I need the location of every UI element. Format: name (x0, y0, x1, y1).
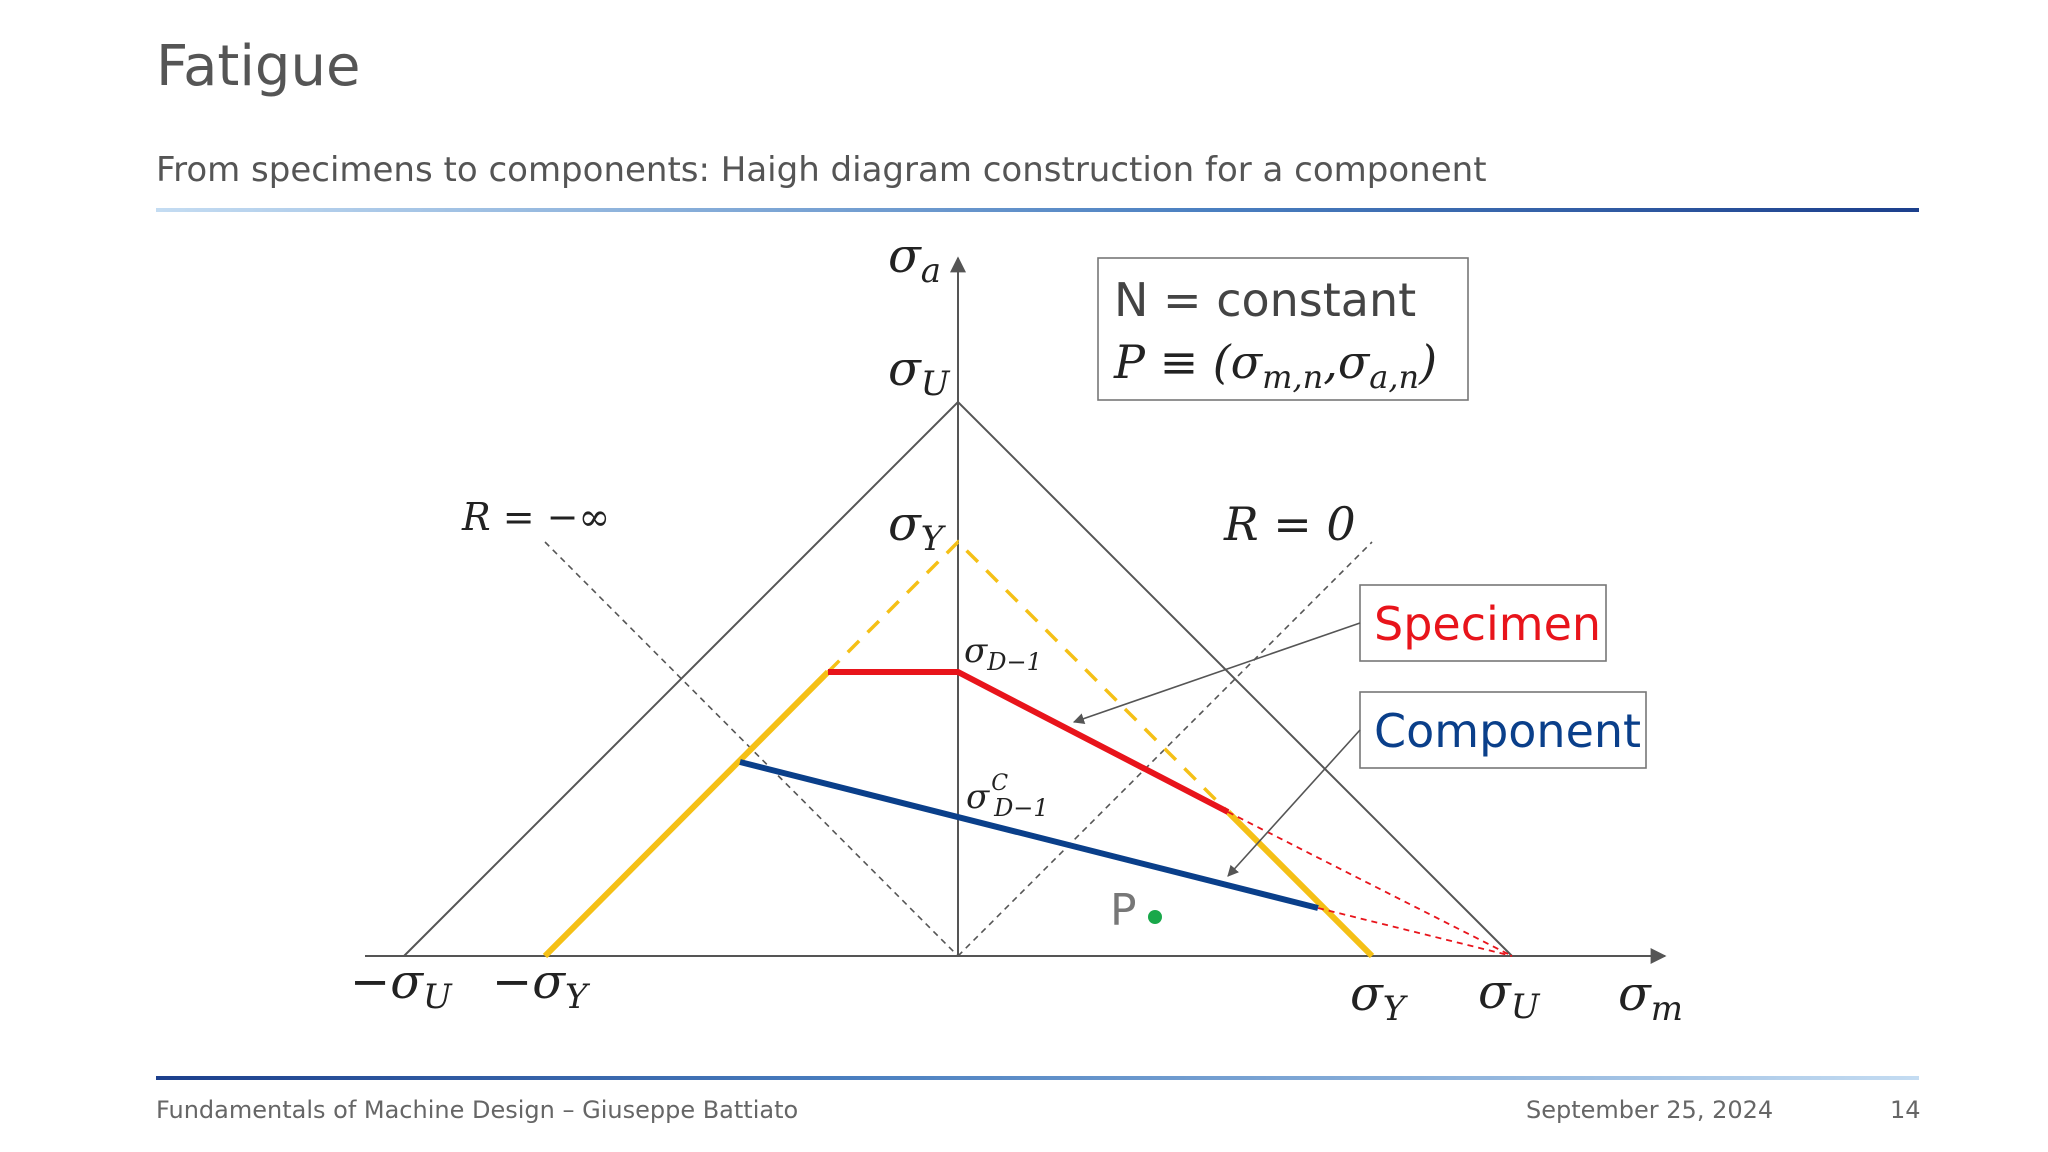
slide-title: Fatigue (156, 34, 361, 99)
x-tick-sigma-y: σY (1350, 966, 1409, 1029)
r-zero-label: R = 0 (1223, 497, 1356, 551)
component-goodman-extension (1317, 907, 1513, 957)
footer-page-number: 14 (1890, 1096, 1921, 1124)
specimen-legend-label: Specimen (1374, 597, 1601, 651)
specimen-legend-box (1359, 584, 1607, 662)
y-tick-sigma-d1: σD−1 (964, 631, 1042, 676)
component-legend-label: Component (1374, 704, 1641, 758)
x-tick-neg-sigma-y: −σY (492, 954, 591, 1017)
specimen-goodman-extension (1227, 811, 1513, 957)
yield-limit-dashed (826, 539, 1230, 814)
point-p-label: P (1110, 885, 1137, 936)
header-divider (156, 208, 1919, 212)
specimen-pointer (1072, 622, 1361, 724)
footer-course: Fundamentals of Machine Design – Giusepp… (156, 1096, 799, 1124)
info-box (1097, 257, 1469, 401)
component-pointer (1227, 729, 1361, 877)
footer-divider (156, 1076, 1919, 1080)
y-tick-sigma-u: σU (888, 341, 951, 404)
footer-date: September 25, 2024 (1526, 1096, 1774, 1124)
x-tick-sigma-u: σU (1478, 964, 1541, 1027)
ultimate-limit-triangle (403, 400, 1513, 957)
point-p-marker (1148, 910, 1162, 924)
y-tick-sigma-y: σY (888, 496, 947, 559)
component-limit-line (739, 759, 1319, 911)
r-zero-line (957, 541, 1373, 957)
axis-label-sigma-a: σa (888, 228, 941, 291)
r-minus-infinity-line (544, 541, 959, 957)
yield-limit-left (542, 669, 831, 959)
axis-label-sigma-m: σm (1618, 966, 1683, 1029)
r-minus-infinity-label: R = −∞ (461, 495, 610, 539)
specimen-limit-line (828, 669, 1230, 815)
yield-limit-right (1225, 809, 1375, 959)
component-legend-box (1359, 691, 1647, 769)
info-box-line1: N = constant (1114, 273, 1416, 327)
slide-subtitle: From specimens to components: Haigh diag… (156, 150, 1487, 190)
x-tick-neg-sigma-u: −σU (350, 954, 453, 1017)
